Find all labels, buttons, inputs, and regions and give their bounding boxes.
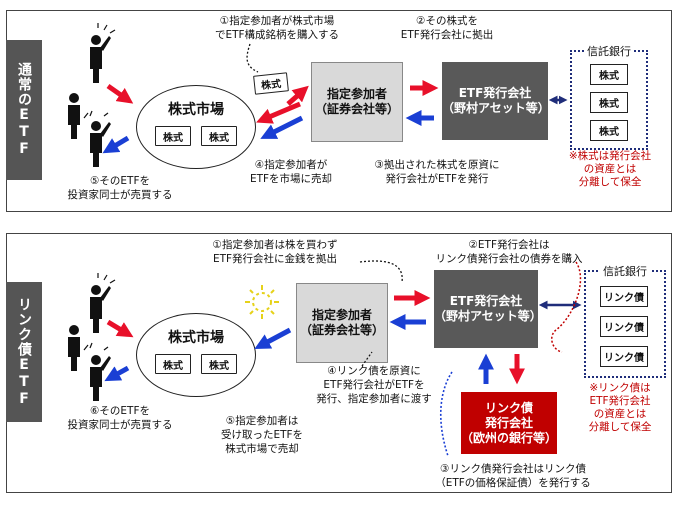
bottom-ap-line1: 指定参加者 bbox=[311, 308, 372, 322]
top-stock-market: 株式市場 株式 株式 bbox=[136, 85, 256, 169]
top-market-stock-1: 株式 bbox=[155, 126, 191, 146]
top-trust-stock-3: 株式 bbox=[590, 120, 628, 141]
bottom-link-issuer-line2: 発行会社 bbox=[484, 415, 533, 430]
bottom-step3-text: ③リンク債発行会社はリンク債（ETFの価格保証債）を発行する bbox=[435, 463, 591, 489]
bottom-side-label: リンク債ETF bbox=[6, 282, 42, 422]
bottom-market-stock-2: 株式 bbox=[201, 354, 237, 374]
bottom-etf-issuer-box: ETF発行会社 （野村アセット等） bbox=[434, 270, 542, 348]
bottom-link-issuer-line3: （欧州の銀行等） bbox=[461, 430, 558, 445]
bottom-trust-bank-box: 信託銀行 リンク債 リンク債 リンク債 bbox=[584, 265, 666, 378]
bottom-market-title: 株式市場 bbox=[168, 330, 224, 346]
top-trust-stock-2: 株式 bbox=[590, 92, 628, 113]
bottom-trust-link-bond-2: リンク債 bbox=[600, 316, 648, 337]
bottom-etf-issuer-line2: （野村アセット等） bbox=[434, 309, 542, 323]
top-step1-text: ①指定参加者が株式市場でETF構成銘柄を購入する bbox=[214, 15, 340, 41]
top-market-title: 株式市場 bbox=[168, 102, 224, 118]
top-side-label: 通常のETF bbox=[6, 40, 42, 180]
bottom-stock-market: 株式市場 株式 株式 bbox=[136, 313, 256, 397]
top-trust-stock-1: 株式 bbox=[590, 64, 628, 85]
top-step5-text: ⑤そのETFを投資家同士が売買する bbox=[67, 175, 173, 201]
top-authorized-participant-box: 指定参加者 （証券会社等） bbox=[311, 62, 403, 142]
bottom-step5-text: ⑤指定参加者は受け取ったETFを株式市場で売却 bbox=[220, 415, 304, 455]
bottom-ap-line2: （証券会社等） bbox=[299, 323, 384, 337]
top-trust-bank-box: 信託銀行 株式 株式 株式 bbox=[570, 45, 648, 150]
bottom-trust-link-bond-1: リンク債 bbox=[600, 286, 648, 307]
top-trust-bank-title: 信託銀行 bbox=[584, 45, 634, 58]
top-etf-issuer-line2: （野村アセット等） bbox=[442, 101, 550, 115]
bottom-market-stock-1: 株式 bbox=[155, 354, 191, 374]
bottom-link-issuer-line1: リンク債 bbox=[484, 400, 533, 415]
top-step3-text: ③拠出された株式を原資に発行会社がETFを発行 bbox=[374, 159, 500, 185]
bottom-step2-text: ②ETF発行会社はリンク債発行会社の債券を購入 bbox=[435, 239, 583, 265]
bottom-trust-link-bond-3: リンク債 bbox=[600, 346, 648, 367]
bottom-panel bbox=[6, 233, 672, 493]
top-market-stock-2: 株式 bbox=[201, 126, 237, 146]
top-etf-issuer-box: ETF発行会社 （野村アセット等） bbox=[442, 62, 550, 140]
bottom-etf-issuer-line1: ETF発行会社 bbox=[449, 294, 523, 308]
bottom-trust-bank-title: 信託銀行 bbox=[600, 265, 650, 278]
bottom-authorized-participant-box: 指定参加者 （証券会社等） bbox=[296, 283, 388, 363]
top-ap-line1: 指定参加者 bbox=[326, 87, 387, 101]
top-etf-issuer-line1: ETF発行会社 bbox=[458, 86, 532, 100]
bottom-step6-text: ⑥そのETFを投資家同士が売買する bbox=[67, 405, 173, 431]
top-purchased-stock: 株式 bbox=[253, 72, 289, 95]
bottom-link-bond-issuer-box: リンク債 発行会社 （欧州の銀行等） bbox=[461, 392, 557, 454]
top-ap-line2: （証券会社等） bbox=[314, 102, 399, 116]
top-note-text: ※株式は発行会社の資産とは分離して保全 bbox=[568, 150, 652, 188]
